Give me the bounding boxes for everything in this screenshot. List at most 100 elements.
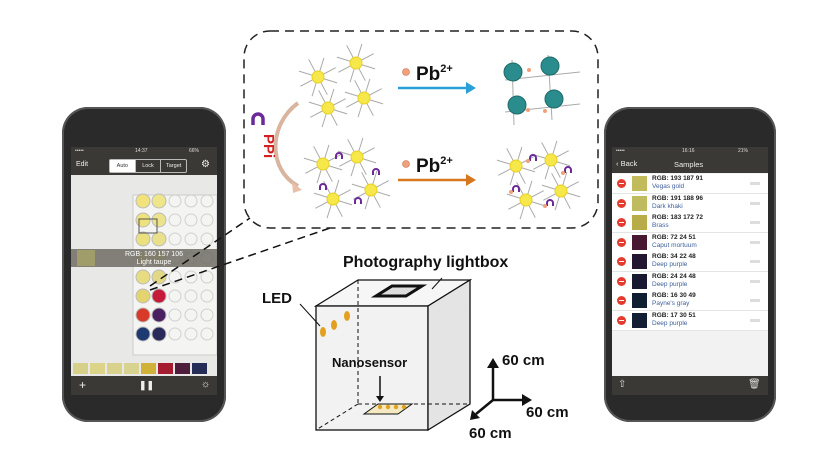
back-button[interactable]: ‹ Back [616, 159, 637, 168]
empty-well [200, 327, 214, 341]
samples-screen: ••••• 16:16 21% ‹ Back Samples RGB: 193 … [612, 147, 768, 395]
plus-icon[interactable]: + [79, 378, 87, 392]
pb-ion-icon [402, 68, 410, 76]
sample-rgb: RGB: 34 22 48 [652, 253, 696, 260]
reorder-handle-icon[interactable] [750, 201, 760, 205]
led-icon [320, 327, 326, 337]
sample-color-name: Payne's gray [652, 300, 690, 307]
gear-icon[interactable]: ⚙ [201, 159, 210, 170]
scheme-dashed-frame [243, 30, 599, 229]
color-swatch[interactable] [73, 363, 88, 374]
color-swatch[interactable] [192, 363, 207, 374]
empty-well [168, 308, 182, 322]
delete-icon[interactable] [617, 276, 626, 286]
empty-well [168, 270, 182, 284]
readout-color-name: Light taupe [136, 259, 172, 266]
battery-level: 66% [189, 148, 200, 154]
camera-toolbar: Edit Auto Lock Target ⚙ [71, 156, 217, 175]
signal-indicator: ••••• [616, 148, 625, 154]
sensor-well [385, 404, 391, 410]
samples-bottom-bar: ⇧ 🗑 [612, 376, 768, 395]
sun-icon[interactable]: ☼ [201, 379, 211, 390]
well [151, 231, 167, 247]
camera-app-screen: ••••• 14:37 66% Edit Auto Lock Target ⚙ [71, 147, 217, 395]
well [151, 326, 167, 342]
color-swatch[interactable] [158, 363, 173, 374]
aggregated-nanoparticle [507, 95, 527, 115]
sample-color-name: Deep purple [652, 261, 688, 268]
reorder-handle-icon[interactable] [750, 299, 760, 302]
color-swatch[interactable] [90, 363, 105, 374]
pb-label-bottom: Pb2+ [416, 155, 453, 177]
delete-icon[interactable] [617, 237, 626, 247]
well [135, 193, 151, 209]
delete-icon[interactable] [617, 198, 626, 208]
delete-icon[interactable] [617, 296, 626, 305]
delete-icon[interactable] [617, 218, 626, 227]
nanoparticle [344, 78, 384, 118]
sample-rgb: RGB: 16 30 49 [652, 292, 696, 299]
nanoparticle [541, 171, 581, 211]
sample-color-name: Caput mortuum [652, 241, 697, 249]
ppi-icon [251, 112, 265, 125]
ppi-pb-complex [526, 154, 537, 163]
pause-icon[interactable]: ❚❚ [139, 380, 155, 390]
pb-label-top: Pb2+ [416, 63, 453, 85]
color-swatch[interactable] [124, 363, 139, 374]
delete-icon[interactable] [617, 179, 626, 188]
sample-rgb: RGB: 193 187 91 [652, 175, 703, 182]
led-icon [331, 320, 337, 330]
segment-target[interactable]: Target [160, 160, 186, 172]
status-time: 14:37 [135, 148, 148, 154]
sensor-well [393, 404, 399, 410]
well [151, 307, 167, 323]
aggregated-nanoparticle [503, 62, 523, 82]
reorder-handle-icon[interactable] [750, 279, 760, 283]
color-readout-band: RGB: 160 157 106 Light taupe [71, 249, 217, 267]
empty-well [200, 194, 214, 208]
aggregated-nanoparticle [540, 56, 560, 76]
well [135, 269, 151, 285]
segment-lock[interactable]: Lock [134, 160, 161, 172]
reorder-handle-icon[interactable] [750, 240, 760, 244]
trash-icon[interactable]: 🗑 [748, 379, 761, 390]
dimension-right: 60 cm [526, 404, 569, 421]
pb-ion [543, 109, 547, 113]
delete-icon[interactable] [617, 315, 626, 325]
led-icon [344, 311, 350, 321]
reorder-handle-icon[interactable] [750, 221, 760, 224]
sample-swatch [632, 273, 647, 289]
ppi-label: PPi [260, 134, 277, 158]
color-swatch[interactable] [175, 363, 190, 374]
sample-color-name: Deep purple [652, 319, 688, 327]
nanoparticle [336, 43, 376, 83]
sample-color-name: Vegas gold [652, 183, 685, 190]
color-swatch[interactable] [141, 363, 156, 374]
empty-well [184, 232, 198, 246]
sample-color-name: Dark khaki [652, 202, 683, 210]
well [151, 269, 167, 285]
sample-rgb: RGB: 24 24 48 [652, 272, 696, 280]
sample-rgb: RGB: 72 24 51 [652, 233, 696, 241]
sample-swatch [632, 234, 647, 250]
color-swatch[interactable] [107, 363, 122, 374]
reorder-handle-icon[interactable] [750, 260, 760, 263]
reorder-handle-icon[interactable] [750, 318, 760, 322]
empty-well [184, 289, 198, 303]
status-bar: ••••• 14:37 66% [71, 147, 217, 156]
share-icon[interactable]: ⇧ [618, 379, 627, 390]
empty-well [168, 327, 182, 341]
reorder-handle-icon[interactable] [750, 182, 760, 185]
empty-well [200, 289, 214, 303]
sample-color-name: Brass [652, 222, 669, 229]
sensor-well [377, 404, 383, 410]
segment-auto[interactable]: Auto [110, 160, 135, 172]
swatch-strip [73, 363, 207, 374]
delete-icon[interactable] [617, 257, 626, 266]
edit-button[interactable]: Edit [76, 161, 89, 168]
